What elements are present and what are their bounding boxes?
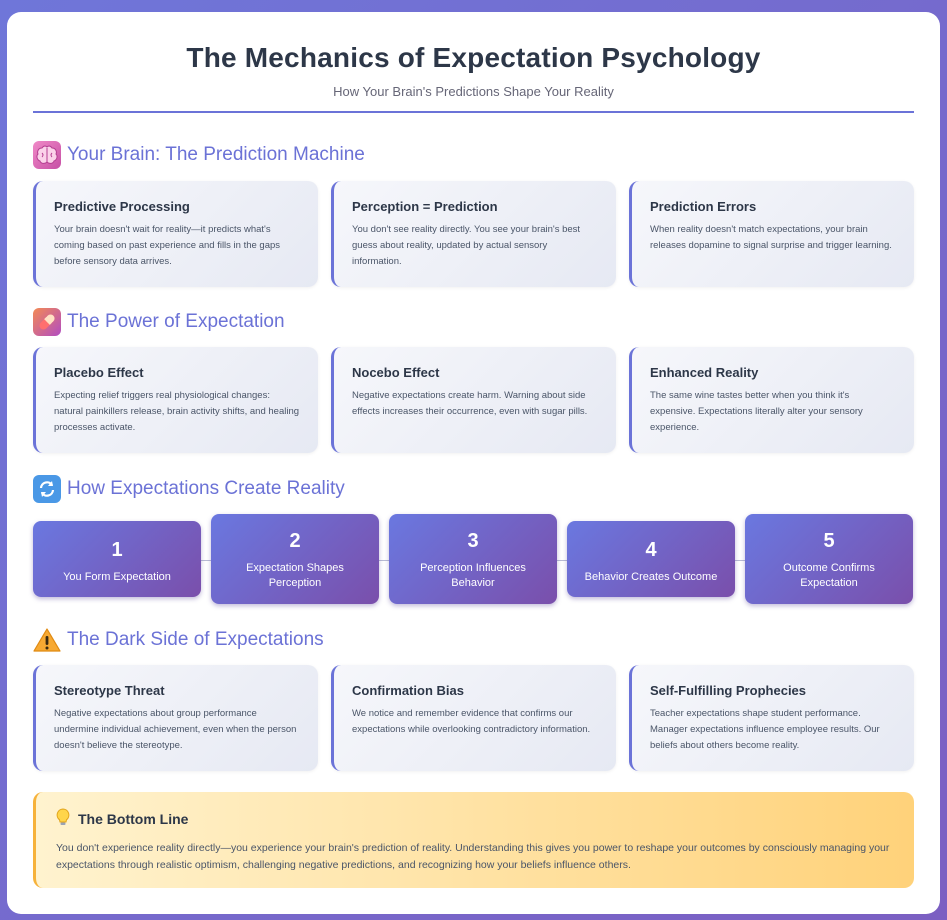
cycle-arrows-icon <box>33 475 61 503</box>
concept-card: Self-Fulfilling Prophecies Teacher expec… <box>629 665 914 771</box>
page-subtitle: How Your Brain's Predictions Shape Your … <box>333 84 614 99</box>
pill-icon <box>33 308 61 336</box>
concept-card: Perception = Prediction You don't see re… <box>331 181 616 287</box>
card-text: Negative expectations about group perfor… <box>54 708 297 751</box>
card-text: The same wine tastes better when you thi… <box>650 390 863 433</box>
concept-card: Placebo Effect Expecting relief triggers… <box>33 347 318 453</box>
step-label: Outcome Confirms Expectation <box>783 562 875 589</box>
header-divider <box>33 111 914 113</box>
flow-step: 5 Outcome Confirms Expectation <box>745 514 913 604</box>
flow-step: 1 You Form Expectation <box>33 521 201 597</box>
step-number: 3 <box>467 530 479 552</box>
warning-icon <box>33 626 61 654</box>
concept-card: Enhanced Reality The same wine tastes be… <box>629 347 914 453</box>
concept-card: Confirmation Bias We notice and remember… <box>331 665 616 771</box>
step-label: You Form Expectation <box>63 571 171 583</box>
section-title: The Power of Expectation <box>67 311 285 332</box>
concept-card: Nocebo Effect Negative expectations crea… <box>331 347 616 453</box>
brain-icon <box>33 141 61 169</box>
card-text: Your brain doesn't wait for reality—it p… <box>54 224 281 267</box>
section-heading-power: The Power of Expectation <box>33 307 285 337</box>
card-title: Placebo Effect <box>54 365 144 380</box>
step-label: Expectation Shapes Perception <box>246 562 344 589</box>
step-number: 1 <box>111 539 123 561</box>
section-title: The Dark Side of Expectations <box>67 629 324 650</box>
bottom-line-title: The Bottom Line <box>78 811 189 827</box>
card-text: Teacher expectations shape student perfo… <box>650 708 880 751</box>
concept-card: Prediction Errors When reality doesn't m… <box>629 181 914 287</box>
section-title: How Expectations Create Reality <box>67 478 345 499</box>
card-text: You don't see reality directly. You see … <box>352 224 581 267</box>
bottom-line-text: You don't experience reality directly—yo… <box>56 842 890 871</box>
card-title: Self-Fulfilling Prophecies <box>650 683 807 698</box>
card-title: Confirmation Bias <box>352 683 464 698</box>
card-text: Negative expectations create harm. Warni… <box>352 390 588 417</box>
step-label: Perception Influences Behavior <box>420 562 526 589</box>
section-title: Your Brain: The Prediction Machine <box>67 144 365 165</box>
flow-step: 3 Perception Influences Behavior <box>389 514 557 604</box>
card-title: Prediction Errors <box>650 199 757 214</box>
lightbulb-icon <box>56 808 70 830</box>
step-number: 4 <box>645 539 657 561</box>
card-text: We notice and remember evidence that con… <box>352 708 591 735</box>
bottom-line-panel: The Bottom Line You don't experience rea… <box>33 792 914 888</box>
step-label: Behavior Creates Outcome <box>584 571 718 583</box>
section-heading-dark-side: The Dark Side of Expectations <box>33 625 324 655</box>
flow-step: 4 Behavior Creates Outcome <box>567 521 735 597</box>
section-heading-prediction: Your Brain: The Prediction Machine <box>33 140 365 170</box>
card-title: Predictive Processing <box>54 199 190 214</box>
card-text: When reality doesn't match expectations,… <box>650 224 892 251</box>
card-text: Expecting relief triggers real physiolog… <box>54 390 300 433</box>
section-heading-flow: How Expectations Create Reality <box>33 474 345 504</box>
card-title: Perception = Prediction <box>352 199 498 214</box>
page-title: The Mechanics of Expectation Psychology <box>186 42 761 73</box>
step-number: 2 <box>289 530 301 552</box>
flow-step: 2 Expectation Shapes Perception <box>211 514 379 604</box>
step-number: 5 <box>823 530 835 552</box>
card-title: Enhanced Reality <box>650 365 759 380</box>
card-title: Nocebo Effect <box>352 365 440 380</box>
concept-card: Stereotype Threat Negative expectations … <box>33 665 318 771</box>
card-title: Stereotype Threat <box>54 683 165 698</box>
concept-card: Predictive Processing Your brain doesn't… <box>33 181 318 287</box>
